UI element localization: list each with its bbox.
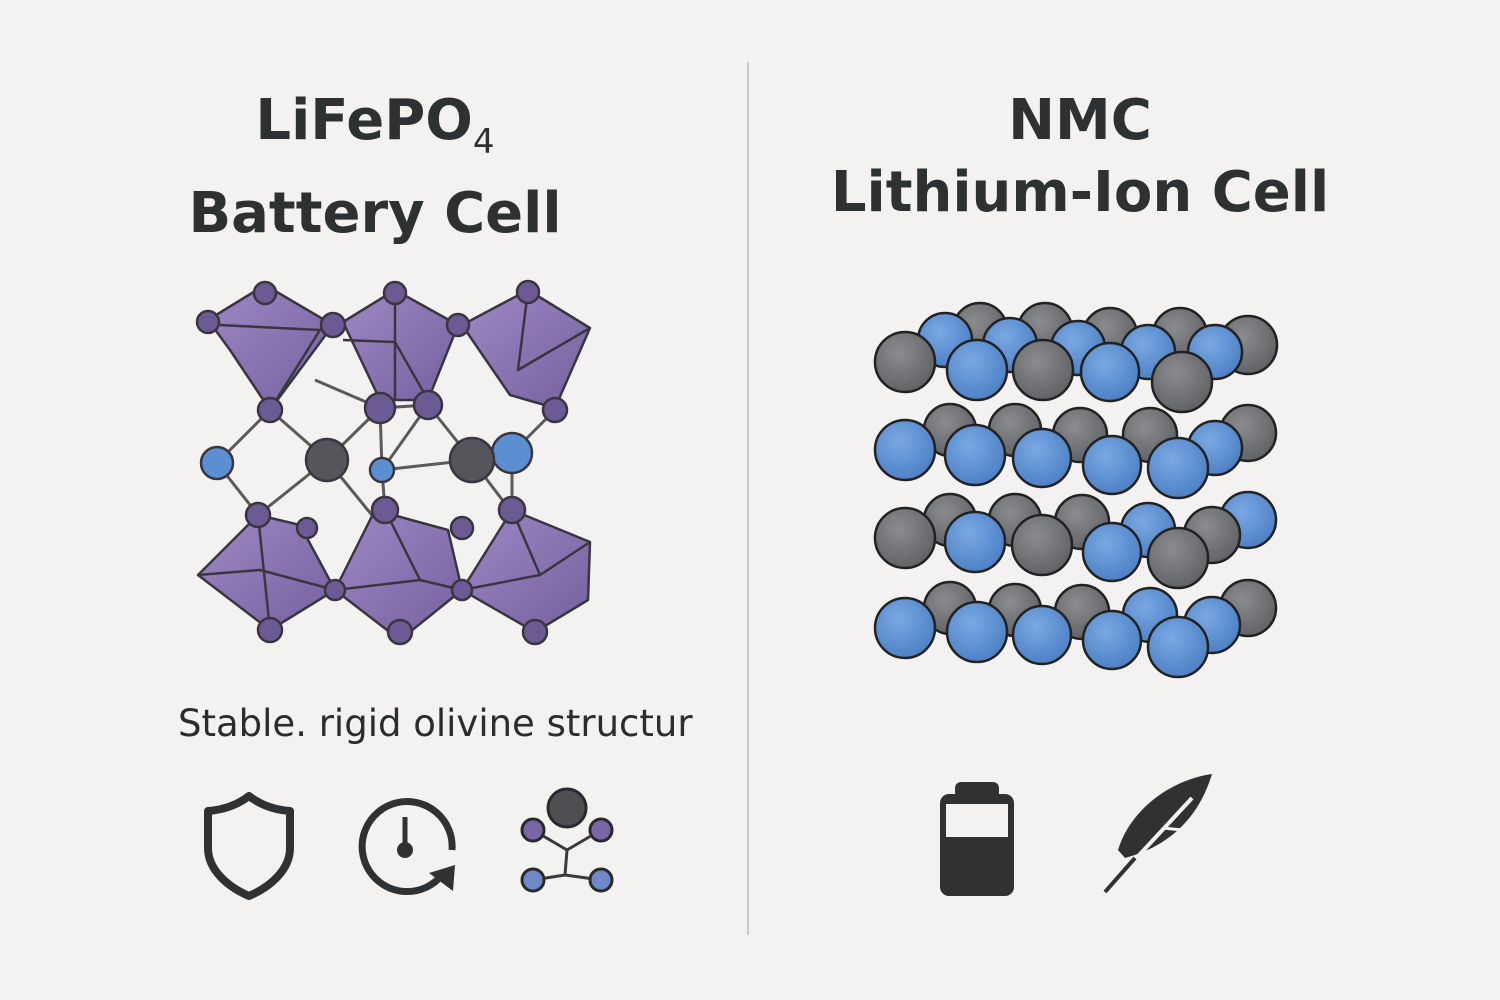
battery-icon	[940, 782, 1014, 896]
title-subscript: 4	[472, 122, 495, 162]
lifepo4-caption: Stable. rigid olivine structur	[178, 702, 693, 745]
title-line1: NMC	[1008, 88, 1152, 153]
title-formula: LiFePO	[255, 88, 473, 153]
molecule-icon	[520, 787, 614, 893]
title-line2: Battery Cell	[188, 181, 562, 246]
olivine-structure-diagram	[195, 279, 592, 646]
layered-structure-diagram	[873, 301, 1279, 679]
panel-divider	[747, 62, 749, 935]
title-line2: Lithium-Ion Cell	[830, 160, 1330, 225]
lifepo4-title: LiFePO4 Battery Cell	[150, 85, 600, 250]
cycle-gauge-icon	[358, 798, 456, 896]
nmc-title: NMC Lithium-Ion Cell	[810, 85, 1350, 229]
shield-icon	[204, 792, 294, 900]
feather-icon	[1103, 774, 1212, 894]
